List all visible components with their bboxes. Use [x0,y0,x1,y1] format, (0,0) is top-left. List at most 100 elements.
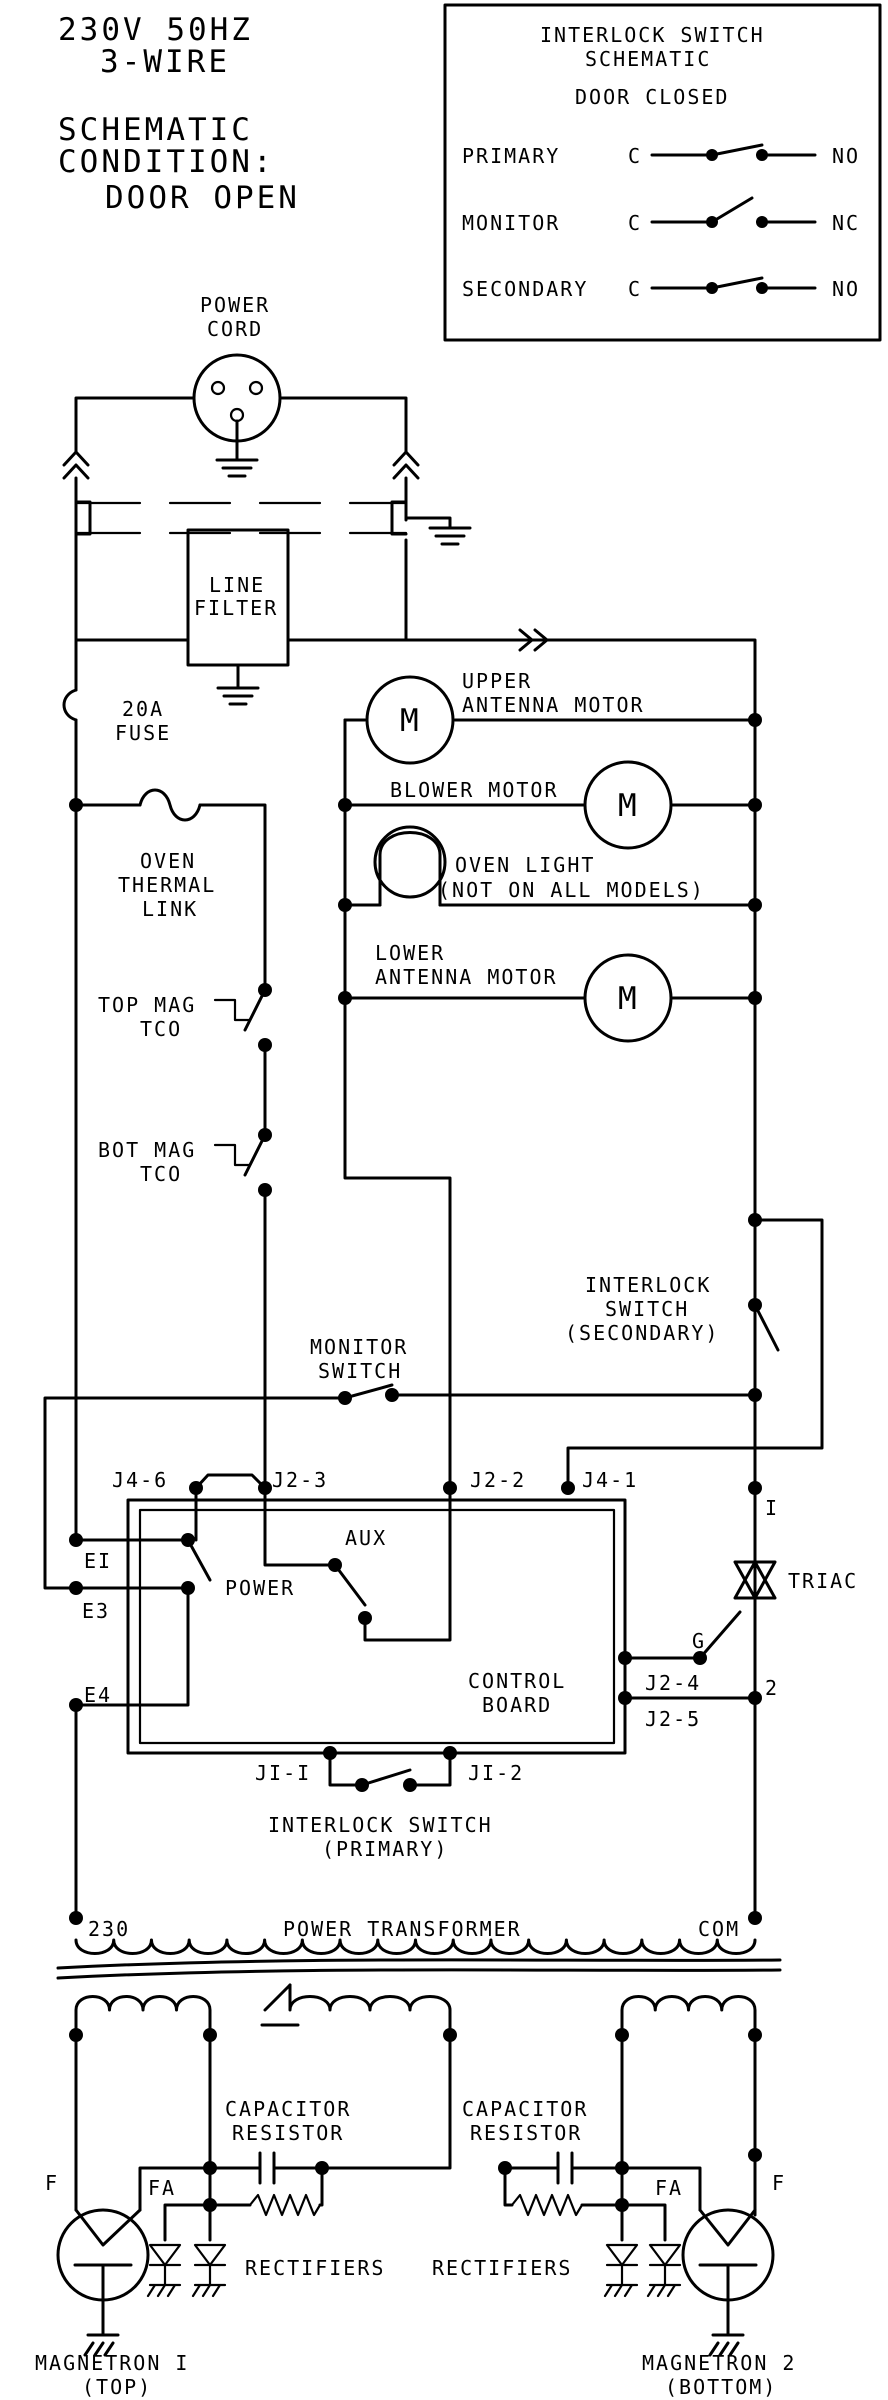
line-filter-label-line2: FILTER [194,596,278,620]
top-tco-label-line2: TCO [140,1017,182,1041]
blower-motor-label: BLOWER MOTOR [390,778,559,802]
secondary-coil-icon [620,1995,757,2037]
pin-dot [561,1481,575,1495]
capacitor-icon [258,2151,276,2185]
motor-icon [365,675,455,765]
thermal-link-label-line3: LINK [142,897,198,921]
control-board-inner [138,1508,616,1745]
resistor-icon [248,2193,322,2217]
rectifier-diode-icon [148,2243,227,2267]
transformer-feed-wire [74,1696,757,1920]
legend-title-line2: SCHEMATIC [585,47,711,71]
rectifiers-label: RECTIFIERS [432,2256,572,2280]
condition-line2: CONDITION: [58,144,275,180]
power-cord: POWER CORD [62,293,472,546]
switch-contact [385,1388,399,1402]
legend-row-state: NO [832,144,860,168]
oven-light: OVEN LIGHT (NOT ON ALL MODELS) [373,825,705,907]
legend-contact [706,149,718,161]
condition-line3: DOOR OPEN [105,180,300,216]
pin-dot [618,1651,632,1665]
legend-row-name: PRIMARY [462,144,560,168]
legend-contact [706,282,718,294]
legend-row-primary: PRIMARY C NO [462,143,860,168]
monitor-label-line1: MONITOR [310,1335,408,1359]
pin-j4-6: J4-6 [112,1468,168,1492]
legend-row-monitor: MONITOR C NC [462,196,858,235]
pin-j2-3: J2-3 [272,1468,328,1492]
upper-antenna-motor: M UPPER ANTENNA MOTOR [365,669,643,765]
monitor-label-line2: SWITCH [318,1359,402,1383]
rectifier-wire [163,2203,667,2242]
capacitor-label-line2: RESISTOR [232,2121,344,2145]
legend-switch-open [650,196,817,224]
legend-row-common: C [628,144,642,168]
secondary-coil-icon [288,1983,452,2037]
pin-j2-2: J2-2 [470,1468,526,1492]
cap-wire-left [208,2166,324,2207]
legend-contact [756,149,768,161]
tco-contact [258,1183,272,1197]
pin-e3: E3 [82,1599,110,1623]
magnetron-internal-icon [73,2208,142,2357]
pin-j4-1: J4-1 [582,1468,638,1492]
transformer-core-icon [56,1958,782,1980]
legend-row-secondary: SECONDARY C NO [462,276,860,301]
secondary-label-line2: SWITCH [605,1297,689,1321]
pin-dot [748,1911,762,1925]
fa-label: FA [655,2176,683,2200]
ground-icon [603,2263,682,2298]
primary-interlock-label-line2: (PRIMARY) [322,1837,448,1861]
legend-switch-closed [650,276,817,290]
power-cord-label-line1: POWER [200,293,270,317]
aux-relay-label: AUX [345,1526,387,1550]
monitor-switch: MONITOR SWITCH [43,1335,757,1590]
bot-tco-label-line1: BOT MAG [98,1138,196,1162]
thermal-link-icon [138,788,202,822]
relay-contact [181,1533,195,1547]
filament-icon [378,831,442,907]
rectifier-diode-icon [605,2243,682,2267]
thermal-link-label-line1: OVEN [140,849,196,873]
pin-dot [443,1746,457,1760]
ground-icon [260,1983,300,2027]
junction-dot [338,798,352,812]
f-label: F [45,2171,59,2195]
tco-bimetal-icon [213,1143,252,1167]
pin-j1-1: JI-I [255,1761,311,1785]
hv-section: CAPACITOR RESISTOR CAPACITOR RESISTOR FA… [35,2028,794,2399]
pin-j2-4: J2-4 [645,1671,701,1695]
legend-row-state: NO [832,277,860,301]
switch-contact [403,1778,417,1792]
plug-pin-icon [248,380,264,396]
junction-dot [748,991,762,1005]
motor-symbol: M [618,981,640,1017]
pin-dot [618,1691,632,1705]
primary-interlock-wire [328,1751,452,1787]
tco-contact [258,1128,272,1142]
thermal-branch-wire [198,803,267,992]
power-transformer: 230 COM POWER TRANSFORMER [56,1696,782,2037]
thermal-link-label-line2: THERMAL [118,873,216,897]
triac-t1-dot [748,1481,762,1495]
legend-row-common: C [628,277,642,301]
junction-dot [748,898,762,912]
oven-light-label-line2: (NOT ON ALL MODELS) [438,878,705,902]
legend-row-name: SECONDARY [462,277,588,301]
fa-label: FA [148,2176,176,2200]
ground-icon [146,2263,227,2298]
legend-subtitle: DOOR CLOSED [575,85,729,109]
magnetron1-label-line1: MAGNETRON I [35,2351,189,2375]
pin-dot [69,1581,83,1595]
triac-icon [733,1560,777,1600]
legend-row-common: C [628,211,642,235]
aux-relay-wire [263,1486,452,1642]
legend-contact [706,216,718,228]
interlock-legend: INTERLOCK SWITCH SCHEMATIC DOOR CLOSED P… [443,3,882,342]
primary-interlock-label-line1: INTERLOCK SWITCH [268,1813,493,1837]
capacitor-icon [556,2151,574,2185]
triac-label: TRIAC [788,1569,858,1593]
power-relay-label: POWER [225,1576,295,1600]
junction-dot [748,798,762,812]
